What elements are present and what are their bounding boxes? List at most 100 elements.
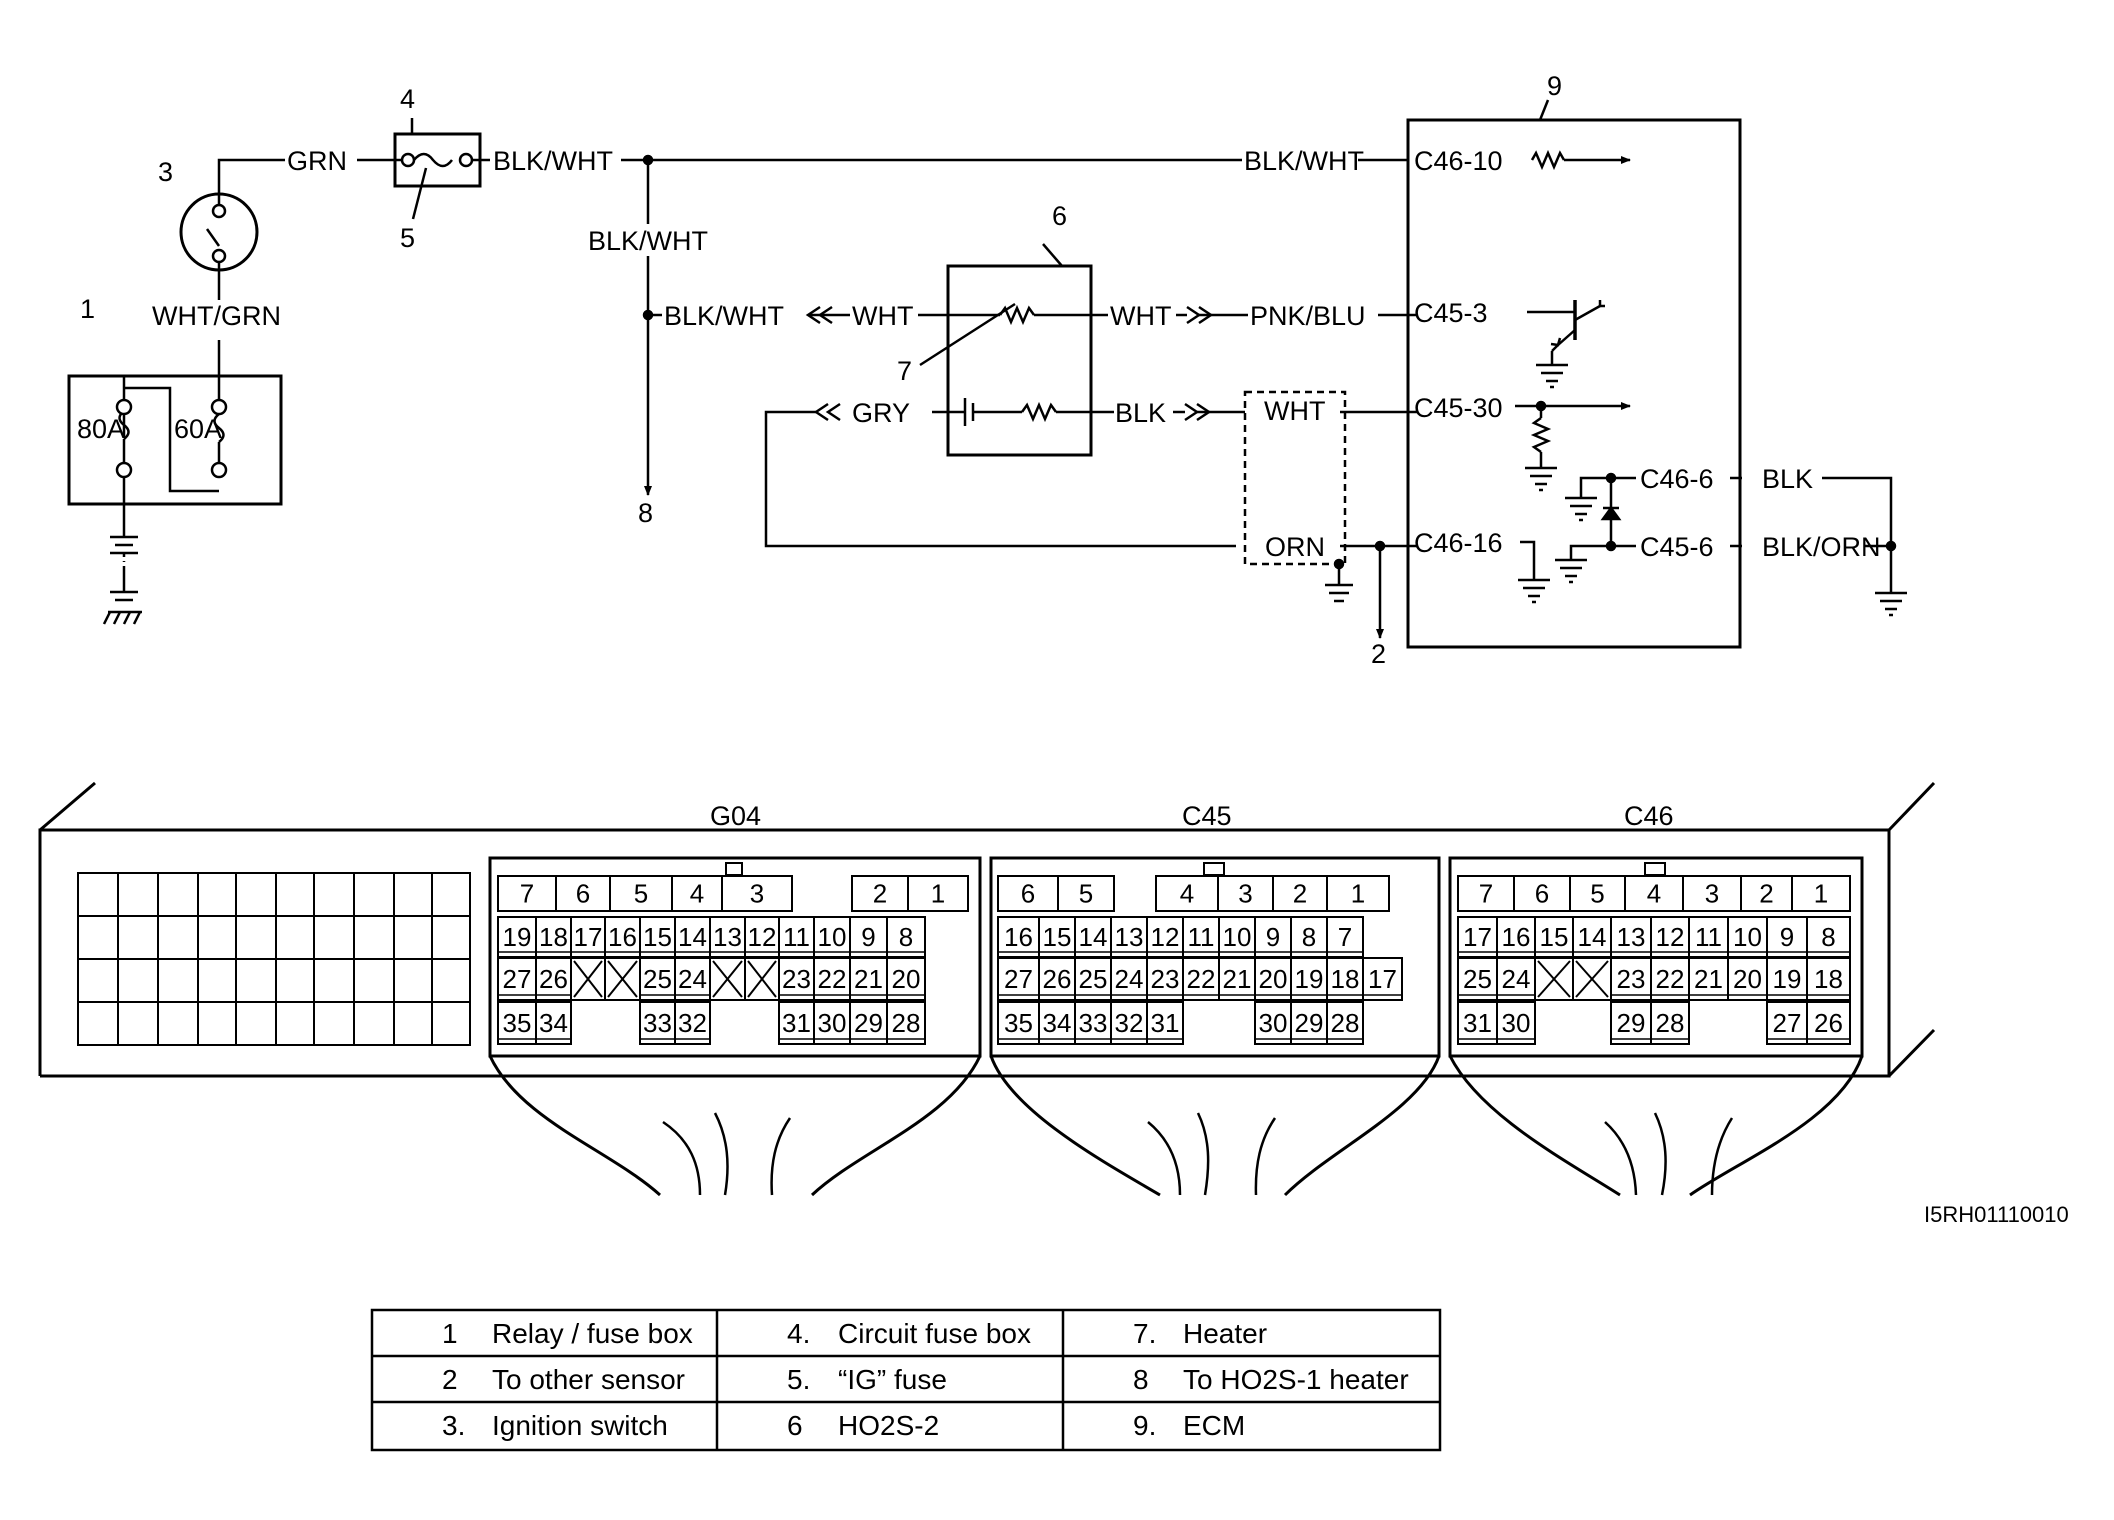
callout-1: 1 [80, 294, 95, 324]
connector-pin-number: 31 [1151, 1008, 1180, 1038]
legend-text: “IG” fuse [838, 1364, 947, 1395]
connector-pin-number: 7 [1479, 879, 1493, 909]
grid-cell [235, 958, 277, 1003]
connector-pin-number: 10 [818, 922, 847, 952]
connector-pin-cell [886, 1001, 926, 1045]
ignition-switch [179, 158, 285, 300]
connector-pin-number: 32 [678, 1008, 707, 1038]
connector-pin-number: 23 [1151, 964, 1180, 994]
connector-pin-number: 10 [1223, 922, 1252, 952]
grid-cell [197, 1001, 237, 1046]
terminal-c46-6: C46-6 [1640, 464, 1714, 494]
connector-pin-cell [1650, 1001, 1690, 1045]
connector-pin-number: 17 [1368, 964, 1397, 994]
connector-pin-number: 34 [1043, 1008, 1072, 1038]
connector-pin-number: 17 [574, 922, 603, 952]
circuit-fuse-box [393, 132, 490, 188]
wire-label-wht-right: WHT [1110, 301, 1171, 331]
wire-label-blk-wht-drop: BLK/WHT [588, 226, 708, 256]
connector-pin-number: 23 [782, 964, 811, 994]
connector-pin-number: 30 [818, 1008, 847, 1038]
connector-pin-number: 22 [818, 964, 847, 994]
legend-text: Circuit fuse box [838, 1318, 1031, 1349]
connector-pin-number: 19 [1773, 964, 1802, 994]
connector-pin-number: 4 [1647, 879, 1661, 909]
connector-pin-cell [1326, 1001, 1364, 1045]
blank-connector-grid [77, 872, 471, 1046]
connector-pin-number: 2 [1759, 879, 1773, 909]
grid-cell [157, 915, 199, 960]
connector-pin-number: 8 [1302, 922, 1316, 952]
grid-cell [393, 915, 433, 960]
connector-pin-number: 23 [1617, 964, 1646, 994]
grid-cell [77, 915, 119, 960]
legend-num: 7. [1133, 1318, 1156, 1349]
grid-cell [197, 915, 237, 960]
connector-pin-number: 28 [1331, 1008, 1360, 1038]
grid-cell [117, 1001, 159, 1046]
connector-pin-number: 1 [1814, 879, 1828, 909]
connector-pin-number: 30 [1259, 1008, 1288, 1038]
terminal-c46-10: C46-10 [1414, 146, 1503, 176]
connector-pin-number: 15 [1043, 922, 1072, 952]
legend-num: 9. [1133, 1410, 1156, 1441]
wire-label-blk-wht-fuse: BLK/WHT [493, 146, 613, 176]
grid-cell [353, 872, 395, 917]
relay-fuse-box [67, 340, 283, 506]
grid-cell [393, 872, 433, 917]
connector-pin-number: 27 [1004, 964, 1033, 994]
connector-pin-number: 12 [748, 922, 777, 952]
connector-pin-number: 18 [1814, 964, 1843, 994]
connector-pin-cell [1326, 875, 1390, 912]
grid-cell [393, 958, 433, 1003]
legend-num: 3. [442, 1410, 465, 1441]
grid-cell [313, 915, 355, 960]
connector-pin-number: 2 [1293, 879, 1307, 909]
wire-label-wht-shield: WHT [1264, 396, 1325, 426]
connector-pin-cell [1791, 875, 1851, 912]
terminal-c45-30: C45-30 [1414, 393, 1503, 423]
connector-pin-number: 10 [1733, 922, 1762, 952]
legend-num: 4. [787, 1318, 810, 1349]
connector-pin-number: 28 [892, 1008, 921, 1038]
grid-cell [275, 915, 315, 960]
wire-label-wht-left: WHT [852, 301, 913, 331]
connector-pin-number: 5 [1079, 879, 1093, 909]
legend-text: To HO2S-1 heater [1183, 1364, 1409, 1395]
connector-pin-number: 31 [1463, 1008, 1492, 1038]
unused-pin-mark [712, 960, 743, 998]
connector-pin-cell [1362, 957, 1403, 1001]
grid-cell [77, 958, 119, 1003]
connector-pin-number: 24 [1502, 964, 1531, 994]
connector-pin-number: 3 [1705, 879, 1719, 909]
connector-pin-number: 5 [1590, 879, 1604, 909]
connector-pin-number: 11 [1695, 922, 1722, 952]
connector-label-g04: G04 [710, 801, 761, 831]
ecm-box [1406, 118, 1742, 649]
connector-label-c46: C46 [1624, 801, 1674, 831]
connector-pin-number: 21 [854, 964, 883, 994]
connector-pin-number: 15 [1540, 922, 1569, 952]
connector-pin-number: 9 [1780, 922, 1794, 952]
wire-label-orn: ORN [1265, 532, 1325, 562]
connector-pin-number: 7 [520, 879, 534, 909]
connector-pin-cell [1146, 1001, 1184, 1045]
connector-pin-number: 16 [1004, 922, 1033, 952]
connector-pin-number: 30 [1502, 1008, 1531, 1038]
connector-pin-number: 26 [1814, 1008, 1843, 1038]
callout-6: 6 [1052, 201, 1067, 231]
connector-pin-number: 20 [892, 964, 921, 994]
connector-pin-number: 18 [1331, 964, 1360, 994]
callout-2: 2 [1371, 639, 1386, 669]
wire-label-wht-grn: WHT/GRN [152, 301, 281, 331]
grid-cell [197, 872, 237, 917]
grid-cell [313, 872, 355, 917]
grid-cell [393, 1001, 433, 1046]
legend-text: ECM [1183, 1410, 1245, 1441]
wire-label-blk-right: BLK [1762, 464, 1813, 494]
connector-pin-number: 11 [783, 922, 810, 952]
grid-cell [235, 915, 277, 960]
grid-cell [275, 958, 315, 1003]
grid-cell [157, 1001, 199, 1046]
